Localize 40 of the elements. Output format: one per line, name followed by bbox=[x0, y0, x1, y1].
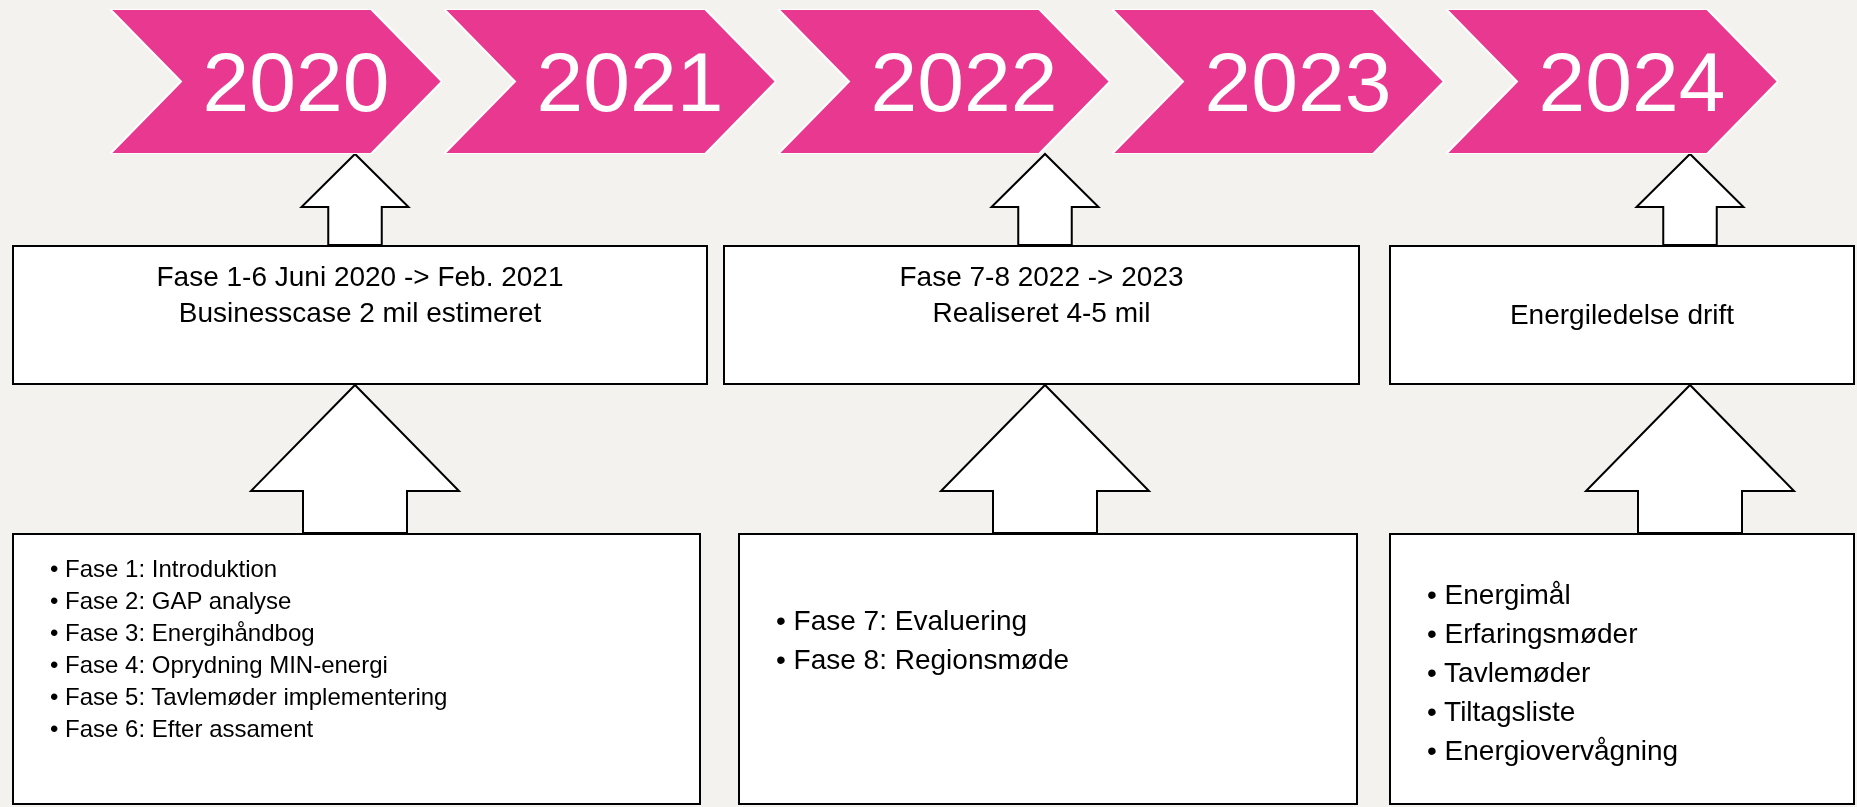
block-arrow bbox=[248, 383, 462, 534]
bullet-item: • Fase 3: Energihåndbog bbox=[50, 618, 316, 648]
year-banner bbox=[778, 9, 1110, 154]
bullet-item: • Fase 2: GAP analyse bbox=[50, 586, 293, 616]
block-arrow bbox=[938, 383, 1152, 534]
bullet-item: • Fase 4: Oprydning MIN-energi bbox=[50, 650, 389, 680]
bullet-list-box bbox=[12, 533, 701, 805]
bullet-item: • Erfaringsmøder bbox=[1427, 617, 1639, 651]
block-arrow bbox=[1634, 152, 1746, 246]
bullet-item: • Tiltagsliste bbox=[1427, 695, 1577, 729]
year-banner bbox=[1446, 9, 1778, 154]
box-heading: Fase 7-8 2022 -> 2023 bbox=[898, 260, 1185, 294]
year-label: 2022 bbox=[870, 33, 1058, 130]
bullet-list-box bbox=[738, 533, 1358, 805]
year-label: 2020 bbox=[202, 33, 390, 130]
bullet-item: • Tavlemøder bbox=[1427, 656, 1592, 690]
phase-box bbox=[12, 245, 708, 385]
year-label: 2021 bbox=[536, 33, 724, 130]
bullet-list-box bbox=[1389, 533, 1855, 805]
year-banner bbox=[444, 9, 776, 154]
bullet-item: • Fase 1: Introduktion bbox=[50, 554, 279, 584]
box-text: Realiseret 4-5 mil bbox=[931, 296, 1152, 330]
bullet-item: • Energimål bbox=[1427, 578, 1572, 612]
year-banner bbox=[1112, 9, 1444, 154]
box-heading: Energiledelse drift bbox=[1508, 298, 1736, 332]
year-label: 2024 bbox=[1538, 33, 1726, 130]
bullet-item: • Fase 7: Evaluering bbox=[776, 604, 1029, 638]
year-banner bbox=[110, 9, 442, 154]
bullet-item: • Fase 5: Tavlemøder implementering bbox=[50, 682, 449, 712]
bullet-item: • Energiovervågning bbox=[1427, 734, 1680, 768]
bullet-item: • Fase 8: Regionsmøde bbox=[776, 643, 1071, 677]
year-label: 2023 bbox=[1204, 33, 1392, 130]
box-heading: Fase 1-6 Juni 2020 -> Feb. 2021 bbox=[155, 260, 565, 294]
box-text: Businesscase 2 mil estimeret bbox=[177, 296, 543, 330]
phase-box bbox=[1389, 245, 1855, 385]
phase-box bbox=[723, 245, 1360, 385]
block-arrow bbox=[1583, 383, 1797, 534]
block-arrow bbox=[989, 152, 1101, 246]
bullet-item: • Fase 6: Efter assament bbox=[50, 714, 315, 744]
block-arrow bbox=[299, 152, 411, 246]
